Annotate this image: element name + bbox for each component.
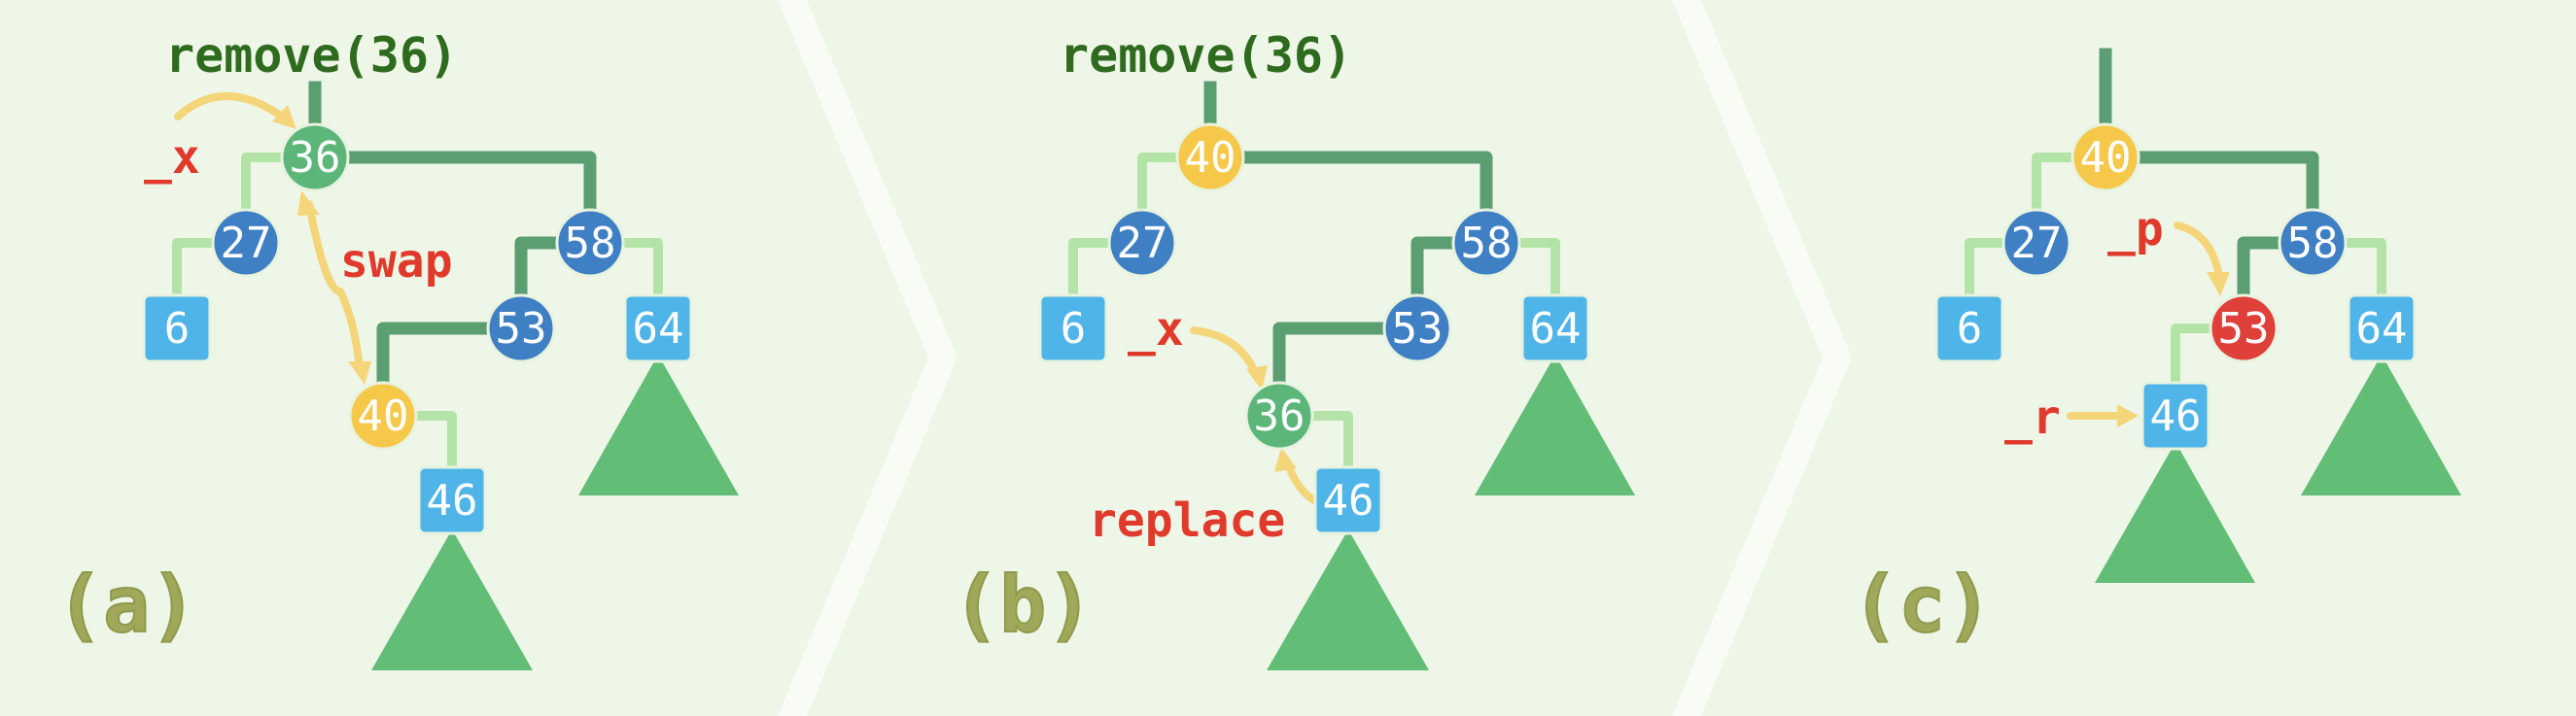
node-6: 6 bbox=[1038, 293, 1108, 363]
svg-text:36: 36 bbox=[290, 133, 341, 183]
subtree-64 bbox=[578, 355, 739, 495]
subtree-46 bbox=[2095, 442, 2255, 583]
subtree-46 bbox=[371, 529, 533, 670]
node-40: 40 bbox=[348, 381, 418, 451]
node-40: 40 bbox=[2071, 122, 2141, 192]
svg-text:58: 58 bbox=[2287, 219, 2339, 268]
panel-c: 40 27 58 6 53 64 46 _p _r (c) bbox=[1851, 48, 2461, 651]
svg-text:53: 53 bbox=[1392, 304, 1444, 354]
pointer-label-p: _p bbox=[2107, 202, 2164, 256]
svg-text:58: 58 bbox=[1461, 219, 1513, 268]
svg-text:64: 64 bbox=[2356, 304, 2408, 354]
panel-a: remove(36) 36 27 58 bbox=[55, 27, 739, 670]
node-58: 58 bbox=[2278, 208, 2348, 278]
pointer-arrow-p bbox=[2174, 222, 2223, 281]
subtree-46 bbox=[1267, 529, 1429, 670]
svg-text:27: 27 bbox=[2011, 219, 2063, 268]
arrowhead bbox=[297, 190, 320, 216]
svg-text:36: 36 bbox=[1254, 392, 1305, 441]
svg-text:6: 6 bbox=[164, 304, 191, 354]
panel-caption: (c) bbox=[1852, 560, 1993, 650]
svg-text:58: 58 bbox=[565, 219, 616, 268]
swap-arrow bbox=[305, 200, 364, 373]
node-58: 58 bbox=[1451, 208, 1521, 278]
node-27: 27 bbox=[1107, 208, 1177, 278]
panel-b: remove(36) 40 27 58 6 bbox=[952, 27, 1635, 670]
svg-text:6: 6 bbox=[1061, 304, 1087, 354]
svg-text:53: 53 bbox=[2218, 304, 2270, 354]
node-46: 46 bbox=[2141, 381, 2210, 451]
node-64: 64 bbox=[1520, 293, 1590, 363]
node-40: 40 bbox=[1175, 122, 1245, 192]
arrowhead bbox=[348, 361, 371, 385]
arrowhead bbox=[1274, 447, 1297, 472]
node-27: 27 bbox=[211, 208, 281, 278]
arrowhead bbox=[2117, 404, 2139, 427]
node-58: 58 bbox=[555, 208, 625, 278]
svg-text:46: 46 bbox=[2150, 392, 2202, 441]
arrowhead bbox=[2207, 272, 2230, 296]
arrowhead bbox=[272, 105, 296, 129]
panel-caption: (b) bbox=[953, 560, 1094, 650]
node-64: 64 bbox=[623, 293, 693, 363]
action-label-swap: swap bbox=[340, 234, 453, 289]
node-53: 53 bbox=[2209, 293, 2279, 363]
pointer-arrow-x bbox=[174, 92, 286, 120]
svg-text:64: 64 bbox=[633, 304, 684, 354]
pointer-arrow-x bbox=[1190, 326, 1260, 378]
node-64: 64 bbox=[2347, 293, 2417, 363]
pointer-label-r: _r bbox=[2004, 391, 2061, 445]
svg-text:27: 27 bbox=[221, 219, 272, 268]
node-6: 6 bbox=[1934, 293, 2004, 363]
node-6: 6 bbox=[142, 293, 212, 363]
pointer-label-x: _x bbox=[144, 130, 200, 185]
svg-text:40: 40 bbox=[358, 392, 409, 441]
svg-text:46: 46 bbox=[427, 476, 478, 526]
pointer-label-x: _x bbox=[1128, 302, 1184, 357]
svg-text:46: 46 bbox=[1323, 476, 1375, 526]
svg-text:40: 40 bbox=[2080, 133, 2132, 183]
node-27: 27 bbox=[2002, 208, 2071, 278]
svg-text:53: 53 bbox=[496, 304, 547, 354]
node-53: 53 bbox=[1382, 293, 1452, 363]
node-53: 53 bbox=[486, 293, 556, 363]
node-46: 46 bbox=[1313, 465, 1383, 535]
action-label-replace: replace bbox=[1089, 494, 1285, 548]
subtree-64 bbox=[2301, 355, 2461, 495]
svg-text:40: 40 bbox=[1185, 133, 1236, 183]
operation-label: remove(36) bbox=[165, 27, 458, 84]
node-36: 36 bbox=[1244, 381, 1314, 451]
arrowhead bbox=[1246, 365, 1268, 391]
svg-text:27: 27 bbox=[1117, 219, 1168, 268]
svg-text:6: 6 bbox=[1957, 304, 1983, 354]
svg-text:64: 64 bbox=[1530, 304, 1582, 354]
node-46: 46 bbox=[417, 465, 487, 535]
panel-caption: (a) bbox=[56, 560, 197, 650]
subtree-64 bbox=[1475, 355, 1635, 495]
operation-label: remove(36) bbox=[1060, 27, 1352, 84]
node-36: 36 bbox=[280, 122, 350, 192]
